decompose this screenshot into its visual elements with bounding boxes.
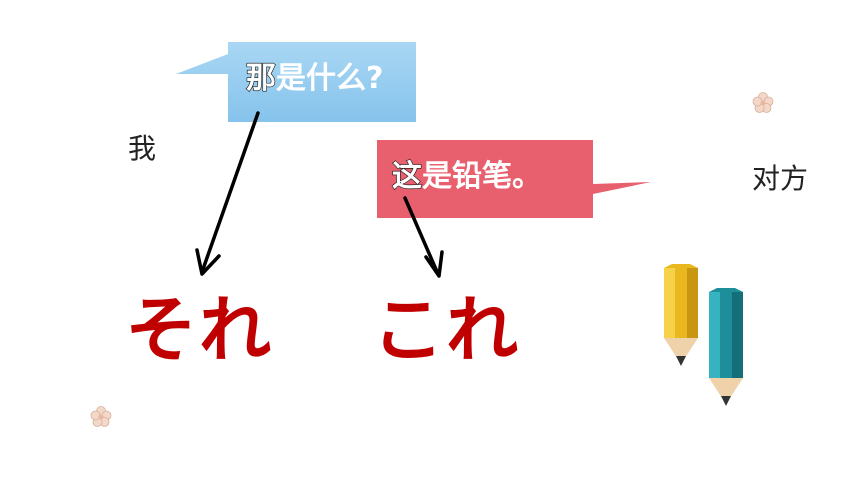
question-rest: 是什么?	[276, 61, 384, 96]
arrowhead-kore	[424, 250, 444, 278]
answer-highlight: 这	[391, 159, 422, 194]
arrowhead-sore	[195, 248, 221, 276]
pencil-icon	[709, 288, 743, 406]
kana-sore: それ	[125, 288, 274, 372]
arrow-to-sore	[200, 111, 260, 274]
speaker-me: 我	[128, 132, 157, 165]
speaker-other: 对方	[752, 162, 809, 195]
answer-rest: 是铅笔。	[422, 159, 542, 194]
flower-icon	[752, 92, 774, 113]
pencil-icon	[664, 264, 698, 366]
question-highlight: 那	[245, 61, 276, 96]
question-bubble-text: 那是什么?	[245, 61, 384, 96]
kana-kore: これ	[372, 288, 521, 372]
arrow-to-kore	[403, 196, 440, 276]
flower-icon	[90, 406, 112, 427]
question-bubble-shape	[176, 42, 416, 122]
answer-bubble-text: 这是铅笔。	[391, 159, 542, 194]
answer-bubble-shape	[377, 140, 651, 218]
